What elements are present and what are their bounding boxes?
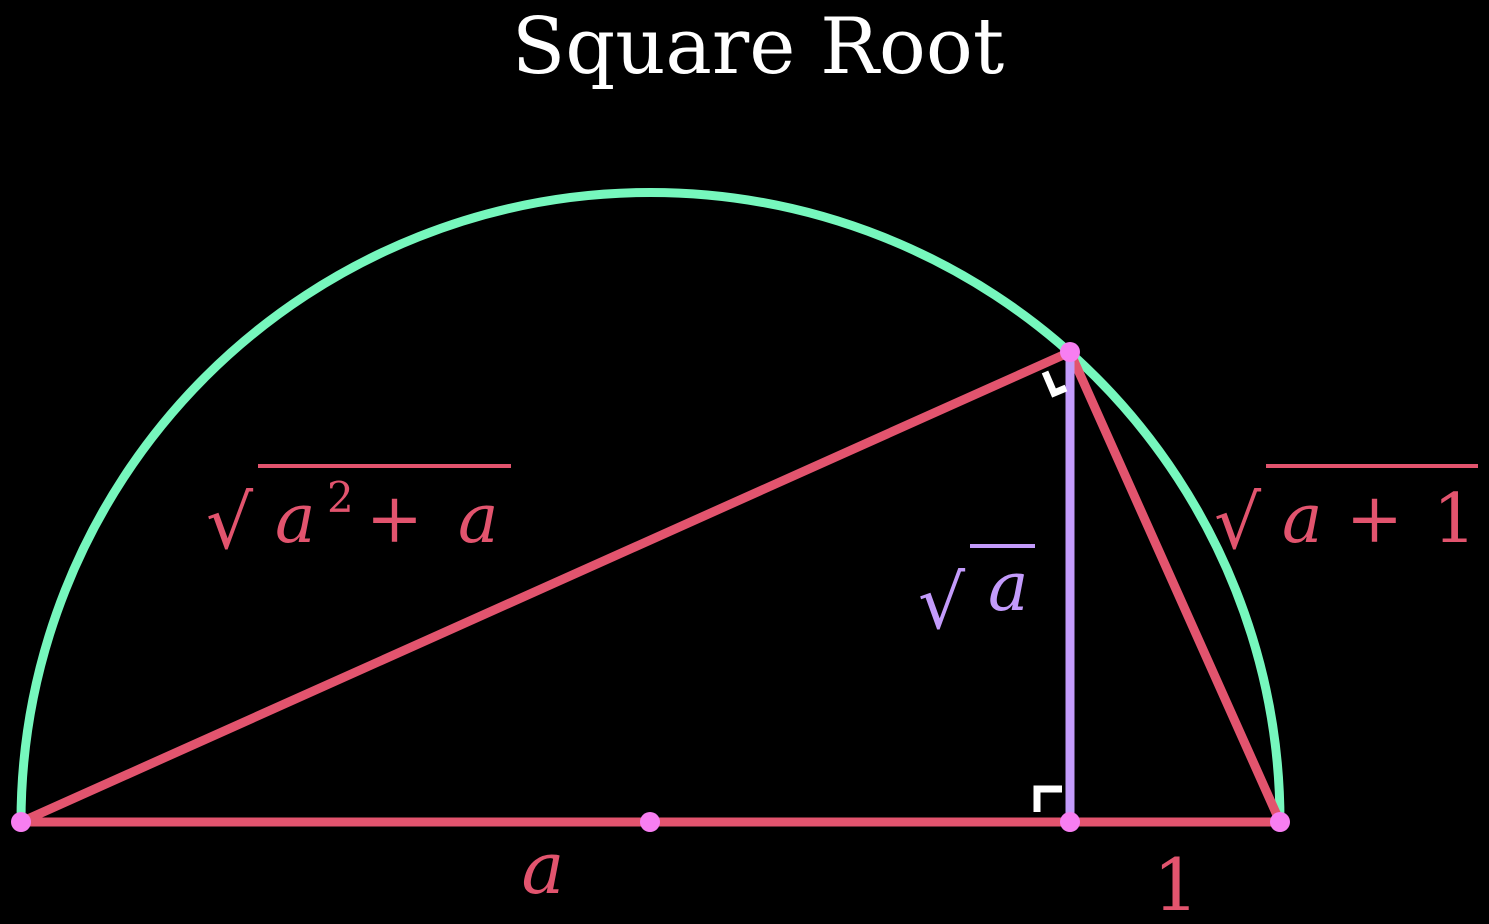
point-center xyxy=(640,812,660,832)
radical-sign: √ xyxy=(206,480,254,566)
label-var-a: a xyxy=(988,548,1029,627)
label-var-a: a xyxy=(1282,480,1323,559)
right-chord xyxy=(1065,347,1285,827)
page-title: Square Root xyxy=(512,2,1004,92)
semicircle xyxy=(16,188,1285,827)
label-base-one: 1 xyxy=(1153,843,1199,924)
label-exponent: 2 xyxy=(327,473,354,522)
label-plus: + xyxy=(366,480,423,559)
radical-sign: √ xyxy=(918,560,966,646)
point-right-endpoint xyxy=(1270,812,1290,832)
label-one: 1 xyxy=(1433,480,1476,559)
label-var-a-2: a xyxy=(458,480,499,559)
radical-sign: √ xyxy=(1214,480,1262,566)
left-chord xyxy=(16,347,1075,827)
right-angle-mark-top xyxy=(1041,370,1068,398)
label-left-chord: √ a 2 + a xyxy=(206,464,511,566)
label-plus: + xyxy=(1346,480,1403,559)
label-right-chord: √ a + 1 xyxy=(1214,464,1478,566)
label-var-a: a xyxy=(275,480,316,559)
right-angle-mark-bottom xyxy=(1033,785,1062,812)
point-altitude-foot xyxy=(1060,812,1080,832)
point-apex xyxy=(1060,342,1080,362)
label-base-a: a xyxy=(522,826,565,910)
point-left-endpoint xyxy=(11,812,31,832)
label-altitude: √ a xyxy=(918,544,1035,646)
